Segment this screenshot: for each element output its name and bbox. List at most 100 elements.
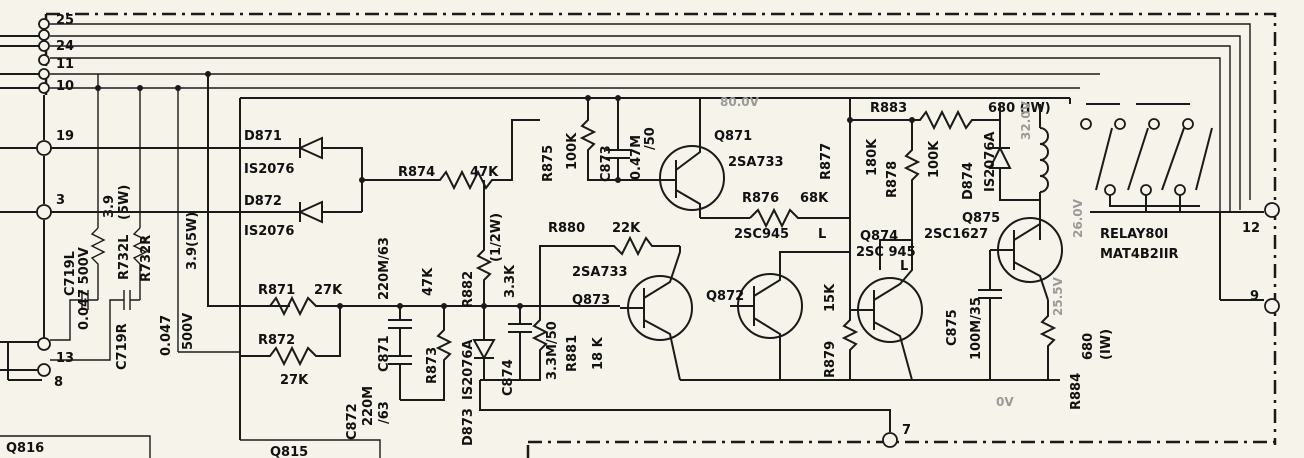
diode-d873 — [472, 306, 496, 380]
ground-rail — [479, 379, 1060, 448]
r878-value: 100K — [927, 140, 942, 178]
r874-value: 47K — [470, 165, 499, 180]
q872-part: 2SC945 — [734, 227, 789, 242]
c719l-value: 0.047 500V — [77, 247, 92, 330]
q815-lead — [240, 439, 381, 458]
r871-value: 27K — [314, 283, 343, 298]
c873-ref: C873 — [599, 145, 614, 182]
voltage-q875e: 25.5V — [1051, 276, 1065, 316]
c873-rating: /50 — [643, 127, 658, 150]
voltage-top: 80.0V — [720, 95, 760, 109]
r876-value: 68K — [800, 191, 829, 206]
d874-ref: D874 — [961, 162, 976, 200]
transistor-q872 — [730, 251, 850, 380]
r884-value: 680 — [1081, 333, 1096, 360]
pin-25-label: 25 — [56, 13, 74, 28]
resistor-r872 — [240, 306, 341, 367]
r871-ref: R871 — [258, 283, 295, 298]
pin-9-label: 9 — [1250, 289, 1259, 304]
r732r-ref: R732R — [139, 235, 154, 282]
c872-ref: C872 — [345, 403, 360, 440]
q875-part: 2SC1627 — [924, 227, 988, 242]
diode-d874 — [988, 104, 1040, 201]
pin-19-label: 19 — [56, 129, 74, 144]
board-boundary-top — [46, 12, 1277, 445]
q816-lead — [0, 435, 151, 458]
r875-value: 100K — [565, 132, 580, 170]
r881-value: 18 K — [591, 336, 606, 370]
q874-suffix: L — [900, 259, 908, 274]
pin-8-label: 8 — [54, 375, 63, 390]
c872-value: 220M — [361, 386, 376, 426]
r877-ref: R877 — [819, 143, 834, 180]
c874-value: 3.3M/50 — [545, 321, 560, 380]
r873-value: 47K — [421, 267, 436, 296]
d873-part: IS2076A — [461, 340, 476, 400]
q875-ref: Q875 — [962, 211, 1000, 226]
q871-ref: Q871 — [714, 129, 752, 144]
r883-ref: R883 — [870, 101, 907, 116]
pin-7-label: 7 — [902, 423, 911, 438]
r879-value: 15K — [823, 283, 838, 312]
q874-ref: Q874 — [860, 229, 898, 244]
voltage-bottom: 0V — [996, 395, 1014, 409]
r873-ref: R873 — [425, 347, 440, 384]
q815-label: Q815 — [270, 445, 308, 458]
transistor-q873 — [539, 235, 693, 381]
pin-11-label: 11 — [56, 57, 74, 72]
r882-rating: (1/2W) — [489, 213, 504, 262]
q873-part: 2SA733 — [572, 265, 628, 280]
d872-part: IS2076 — [244, 224, 294, 239]
diode-d871 — [50, 136, 363, 212]
d874-part: IS2076A — [983, 132, 998, 192]
relay-box — [1090, 202, 1280, 314]
c719r-ref: C719R — [115, 323, 130, 370]
r884-ref: R884 — [1069, 373, 1084, 410]
resistor-r875 — [579, 98, 650, 181]
board-boundary-bottom — [526, 440, 1275, 458]
q816-label: Q816 — [6, 441, 44, 456]
r880-value: 22K — [612, 221, 641, 236]
r732l-ref: R732L — [117, 235, 132, 280]
r877-value: 180K — [865, 138, 880, 176]
r732-c719-network — [50, 74, 240, 361]
r732l-rating: (5W) — [117, 185, 132, 220]
resistor-r874 — [359, 119, 540, 191]
c875-value: 100M/35 — [969, 297, 984, 360]
c871-value: 220M/63 — [377, 237, 392, 300]
resistor-r881 — [480, 270, 620, 381]
d871-part: IS2076 — [244, 162, 294, 177]
pin-3-label: 3 — [56, 193, 65, 208]
r882-ref: R882 — [461, 271, 476, 308]
voltage-coil: 32.0V — [1019, 100, 1033, 140]
resistor-r876 — [749, 207, 850, 229]
r884-rating: (IW) — [1099, 329, 1114, 360]
r732l-value: 3.9 — [102, 195, 117, 218]
r872-ref: R872 — [258, 333, 295, 348]
resistor-r871 — [240, 295, 400, 317]
c719r-value: 0.047 — [159, 315, 174, 356]
r875-ref: R875 — [541, 145, 556, 182]
q871-part: 2SA733 — [728, 155, 784, 170]
pin-13-label: 13 — [56, 351, 74, 366]
r881-ref: R881 — [565, 335, 580, 372]
resistor-r877 — [841, 98, 859, 380]
r876-ref: R876 — [742, 191, 779, 206]
r732r-value: 3.9(5W) — [185, 212, 200, 270]
r872-value: 27K — [280, 373, 309, 388]
input-rail — [205, 71, 1071, 440]
pin-12-label: 12 — [1242, 221, 1260, 236]
c719r-rating: 500V — [181, 313, 196, 350]
q873-ref: Q873 — [572, 293, 610, 308]
r880-ref: R880 — [548, 221, 585, 236]
r882-value: 3.3K — [503, 264, 518, 298]
r878-ref: R878 — [885, 161, 900, 198]
c872-rating: /63 — [377, 401, 392, 424]
transistor-q875 — [978, 200, 1063, 380]
d873-ref: D873 — [461, 408, 476, 446]
transistor-q874 — [850, 240, 923, 381]
pin-10-label: 10 — [56, 79, 74, 94]
r879-ref: R879 — [823, 341, 838, 378]
